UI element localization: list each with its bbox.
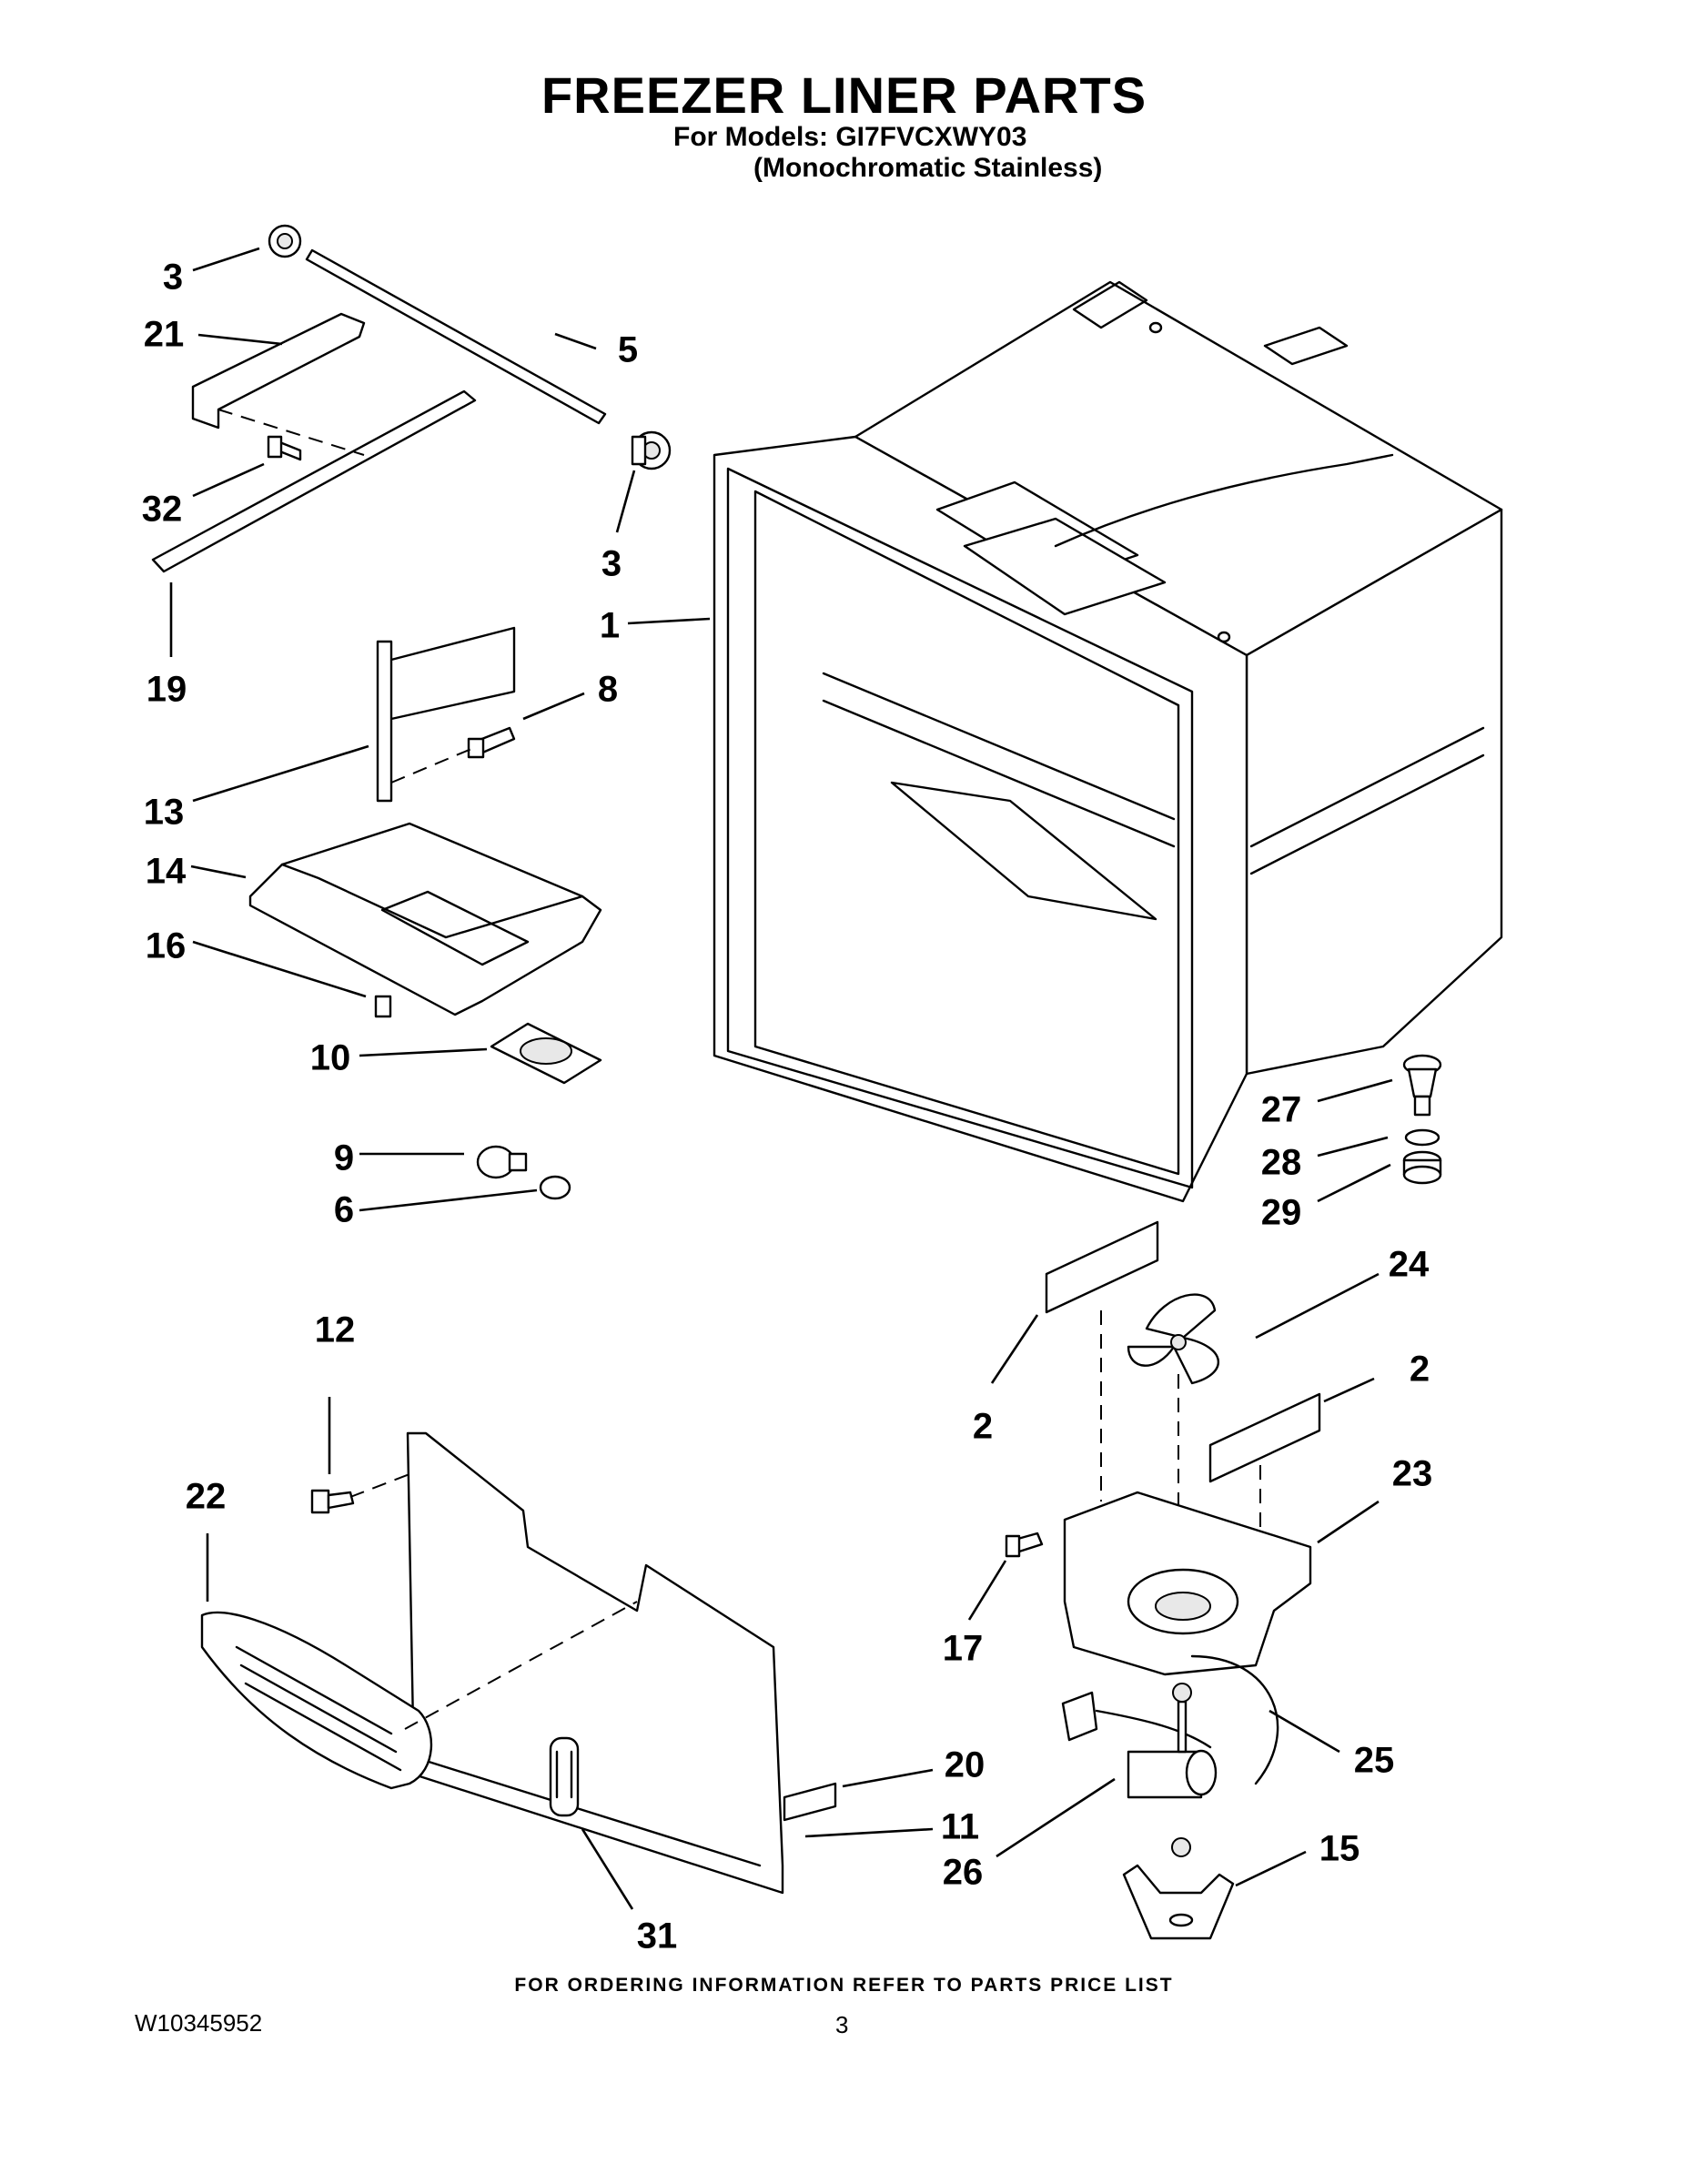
part-26-fan-motor	[1127, 1683, 1218, 1799]
part-3-gear-top	[268, 224, 302, 258]
callout-11-cover: 11	[940, 1806, 980, 1847]
callout-2-insulation-lower: 2	[1409, 1349, 1430, 1390]
callout-15-bracket: 15	[1319, 1828, 1360, 1869]
callout-29-grommet: 29	[1260, 1192, 1302, 1233]
callout-3-gear-top: 3	[162, 257, 184, 298]
ordering-note: FOR ORDERING INFORMATION REFER TO PARTS …	[514, 1975, 1174, 1996]
callout-19-slide-rail: 19	[146, 669, 187, 710]
callout-10-housing: 10	[309, 1037, 351, 1078]
part-28-washer	[1404, 1128, 1440, 1147]
leader-lines	[169, 247, 1393, 1910]
callout-26-motor: 26	[942, 1852, 984, 1893]
callout-14-tray: 14	[145, 851, 187, 892]
part-9-bulb	[476, 1145, 528, 1179]
part-3-gear-lower	[631, 430, 672, 470]
model-line: For Models: GI7FVCXWY03	[673, 122, 1027, 152]
part-16-switch	[374, 995, 392, 1018]
callout-8-screw: 8	[597, 669, 619, 710]
part-12-screw	[310, 1489, 355, 1514]
document-number: W10345952	[135, 2009, 263, 2037]
callout-12-screw: 12	[314, 1309, 356, 1350]
callout-16-switch: 16	[145, 925, 187, 966]
part-21-slide-bracket	[191, 312, 366, 430]
part-20-foam-strip	[783, 1782, 837, 1822]
page-number: 3	[835, 2011, 849, 2038]
part-13-bracket	[376, 626, 516, 803]
callout-9-bulb: 9	[333, 1138, 355, 1178]
part-19-slide-rail	[151, 389, 477, 573]
callout-22-grille: 22	[185, 1476, 227, 1517]
part-31-thermistor	[549, 1736, 580, 1817]
part-1-freezer-liner	[713, 280, 1503, 1203]
part-17-screw	[1005, 1532, 1044, 1558]
part-15-motor-bracket	[1122, 1837, 1235, 1940]
callout-20-strip: 20	[944, 1744, 986, 1785]
callout-17-screw: 17	[942, 1628, 984, 1669]
callout-21-slide-bracket: 21	[143, 314, 185, 355]
part-29-grommet	[1402, 1150, 1442, 1185]
page-title: FREEZER LINER PARTS	[541, 66, 1147, 124]
callout-32-screw: 32	[141, 489, 183, 530]
callout-5-rod: 5	[617, 329, 639, 370]
part-2-insulation-upper	[1045, 1220, 1159, 1314]
part-25-wire-harness	[1061, 1654, 1279, 1785]
part-22-grille	[200, 1611, 433, 1790]
part-5-rod	[305, 248, 607, 425]
part-32-screw	[267, 435, 302, 461]
model-finish-line: (Monochromatic Stainless)	[753, 153, 1103, 183]
part-14-tray	[248, 822, 602, 1016]
part-24-fan-blade	[1127, 1293, 1219, 1385]
part-27-cap	[1402, 1054, 1442, 1117]
callout-3-gear-lower: 3	[601, 543, 622, 584]
callout-23-shroud: 23	[1391, 1453, 1433, 1494]
callout-31-thermistor: 31	[636, 1916, 678, 1956]
callout-27-cap: 27	[1260, 1089, 1302, 1130]
callout-13-bracket: 13	[143, 792, 185, 833]
callout-28-washer: 28	[1260, 1142, 1302, 1183]
part-23-fan-shroud	[1063, 1491, 1312, 1676]
part-8-screw	[467, 726, 516, 759]
callout-25-harness: 25	[1353, 1740, 1395, 1781]
part-11-cover-panel	[406, 1431, 784, 1895]
callout-1-liner: 1	[599, 605, 621, 646]
part-2-insulation-lower	[1208, 1392, 1321, 1483]
callout-6-socket: 6	[333, 1189, 355, 1230]
part-6-socket	[539, 1175, 571, 1200]
callout-2-insulation-upper: 2	[972, 1406, 994, 1447]
callout-24-fan-blade: 24	[1388, 1244, 1430, 1285]
model-info: For Models: GI7FVCXWY03 (Monochromatic S…	[673, 122, 1102, 184]
